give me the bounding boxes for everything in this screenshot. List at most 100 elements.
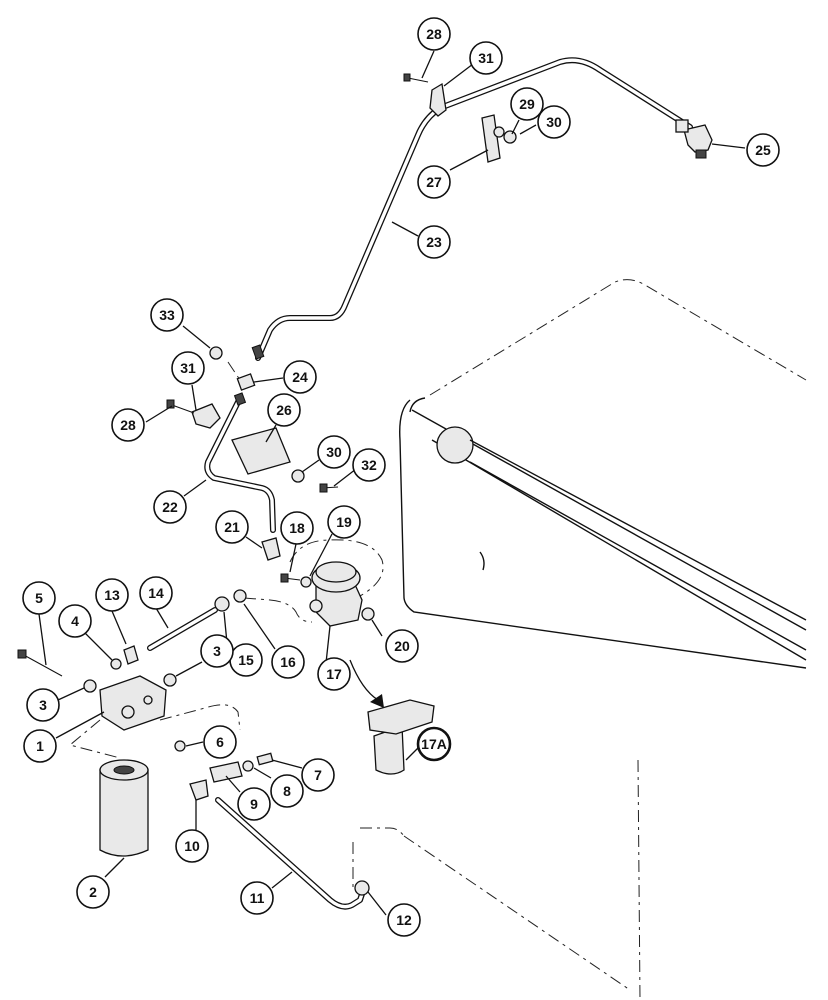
callout-label: 28 — [120, 417, 136, 433]
callout-label: 26 — [276, 402, 292, 418]
bolt-28-upper — [403, 73, 429, 83]
callout-label: 7 — [314, 767, 322, 783]
callout-label: 9 — [250, 796, 258, 812]
fitting-16 — [233, 589, 247, 603]
fitting-15 — [214, 596, 230, 612]
callout-label: 3 — [39, 697, 47, 713]
callout-31-top: 31 — [469, 41, 503, 75]
callout-label: 23 — [426, 234, 442, 250]
filter-head-1 — [99, 675, 167, 731]
callout-label: 12 — [396, 912, 412, 928]
callout-label: 15 — [238, 652, 254, 668]
fitting-4 — [110, 658, 122, 670]
callout-label: 18 — [289, 520, 305, 536]
callout-11: 11 — [240, 881, 274, 915]
plug-6 — [174, 740, 186, 752]
callout-label: 22 — [162, 499, 178, 515]
bolt-5 — [17, 649, 63, 677]
callout-label: 30 — [546, 114, 562, 130]
callout-label: 28 — [426, 26, 442, 42]
callout-label: 25 — [755, 142, 771, 158]
plug-3-right — [163, 673, 177, 687]
callout-label: 31 — [180, 360, 196, 376]
callout-5: 5 — [22, 581, 56, 615]
callout-label: 17A — [421, 736, 447, 752]
callout-22: 22 — [153, 490, 187, 524]
washer-29 — [493, 126, 505, 138]
callout-label: 16 — [280, 654, 296, 670]
callout-13: 13 — [95, 578, 129, 612]
plug-3-left — [83, 679, 97, 693]
callout-18: 18 — [280, 511, 314, 545]
fuel-pump-17 — [309, 561, 363, 627]
callout-28-lower: 28 — [111, 408, 145, 442]
callout-label: 24 — [292, 369, 308, 385]
callout-label: 32 — [361, 457, 377, 473]
callout-17a: 17A — [416, 726, 452, 762]
callout-4: 4 — [58, 604, 92, 638]
bolt-18 — [280, 573, 301, 583]
callout-label: 13 — [104, 587, 120, 603]
callout-26: 26 — [267, 393, 301, 427]
connector-24 — [236, 373, 256, 391]
nut-33 — [209, 346, 223, 360]
fitting-12 — [354, 880, 370, 896]
pad-26 — [231, 427, 291, 475]
fitting-13 — [123, 645, 139, 665]
callout-30-top: 30 — [537, 105, 571, 139]
plate-27 — [481, 114, 501, 163]
callout-19: 19 — [327, 505, 361, 539]
bolt-32 — [319, 483, 339, 493]
callout-label: 29 — [519, 96, 535, 112]
callout-label: 5 — [35, 590, 43, 606]
callout-label: 17 — [326, 666, 342, 682]
callout-label: 14 — [148, 585, 164, 601]
callout-14: 14 — [139, 576, 173, 610]
callout-label: 31 — [478, 50, 494, 66]
callout-label: 19 — [336, 514, 352, 530]
elbow-21 — [261, 537, 281, 561]
nut-20 — [361, 607, 375, 621]
callout-label: 3 — [213, 643, 221, 659]
callout-25: 25 — [746, 133, 780, 167]
callout-16: 16 — [271, 645, 305, 679]
callout-2: 2 — [76, 875, 110, 909]
arrow-17-to-17a — [349, 659, 384, 708]
callout-label: 33 — [159, 307, 175, 323]
callout-33: 33 — [150, 298, 184, 332]
callout-1: 1 — [23, 729, 57, 763]
callout-28-top: 28 — [417, 17, 451, 51]
clip-31-lower — [191, 403, 221, 429]
callout-10: 10 — [175, 829, 209, 863]
callout-label: 30 — [326, 444, 342, 460]
callout-6: 6 — [203, 725, 237, 759]
callout-31-lower: 31 — [171, 351, 205, 385]
callout-24: 24 — [283, 360, 317, 394]
callout-17: 17 — [317, 657, 351, 691]
callout-23: 23 — [417, 225, 451, 259]
washer-19 — [300, 576, 312, 588]
callout-label: 1 — [36, 738, 44, 754]
filter-2 — [99, 759, 149, 857]
callout-label: 2 — [89, 884, 97, 900]
clip-31-upper — [429, 82, 447, 117]
fuel-lines — [147, 57, 693, 910]
nut-30-lower — [291, 469, 305, 483]
callout-label: 20 — [394, 638, 410, 654]
nut-30-upper — [503, 130, 517, 144]
callout-20: 20 — [385, 629, 419, 663]
callout-label: 21 — [224, 519, 240, 535]
bolt-28-lower — [166, 399, 195, 414]
leader-lines — [38, 50, 746, 916]
fuel-pump-17a — [367, 699, 435, 775]
callout-21: 21 — [215, 510, 249, 544]
tank-outline — [352, 279, 807, 1000]
callout-label: 8 — [283, 783, 291, 799]
callout-27: 27 — [417, 165, 451, 199]
callout-30-lower: 30 — [317, 435, 351, 469]
callout-label: 27 — [426, 174, 442, 190]
callout-label: 6 — [216, 734, 224, 750]
callout-15: 15 — [229, 643, 263, 677]
callout-label: 4 — [71, 613, 79, 629]
